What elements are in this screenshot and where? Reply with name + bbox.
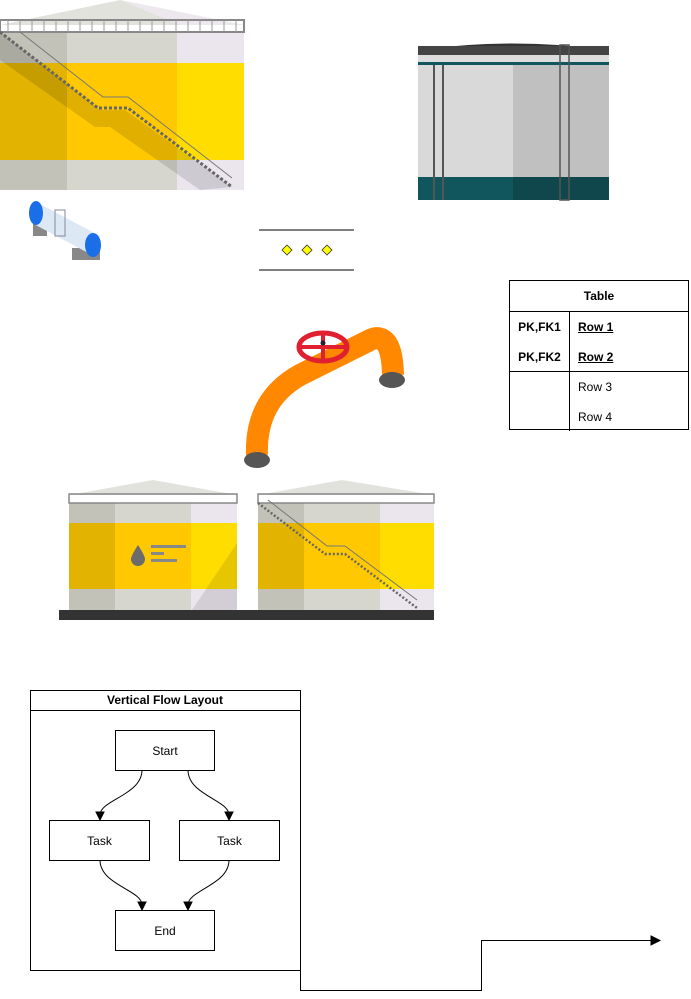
table-row[interactable]: Row 4 [578,410,613,424]
flow-edges [95,769,662,991]
flow-container [30,690,301,971]
storage-tank-stairs-bottom-right [257,480,435,610]
table-row[interactable]: Row 3 [578,380,613,394]
task-node-left[interactable]: Task [49,820,150,861]
table-key: PK,FK1 [518,320,561,334]
tank-base-platform [59,610,434,620]
start-node[interactable]: Start [115,730,215,771]
end-node[interactable]: End [115,910,215,951]
table-key [510,372,569,402]
separator-shape [259,229,354,271]
storage-tank-stairs-top-left [0,0,245,190]
table-key: PK,FK2 [518,350,561,364]
table-row[interactable]: Row 2 [578,350,614,364]
table-title: Table [510,281,688,312]
rail-tank-car [29,201,101,260]
storage-tank-teal [418,43,609,201]
table-key [510,402,569,432]
table-row[interactable]: Row 1 [578,320,614,334]
table-section-fields: Row 3 Row 4 [510,372,688,431]
storage-tank-with-label [68,480,238,610]
task-node-right[interactable]: Task [179,820,280,861]
pipe-with-valve [244,327,405,468]
flow-title: Vertical Flow Layout [106,693,224,707]
